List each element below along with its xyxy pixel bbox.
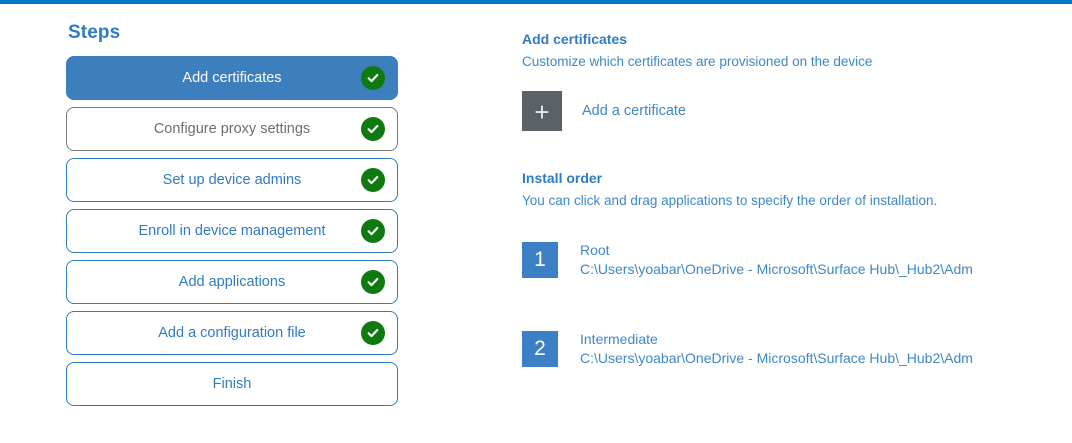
check-circle-icon	[361, 219, 385, 243]
step-button-finish[interactable]: Finish	[66, 362, 398, 406]
content-panel: Add certificates Customize which certifi…	[522, 30, 1072, 368]
install-order-section: Install order You can click and drag app…	[522, 169, 1072, 368]
order-number-badge: 2	[522, 331, 558, 368]
step-label: Add certificates	[182, 69, 282, 86]
plus-icon: +	[534, 96, 550, 127]
step-button-configure-proxy-settings[interactable]: Configure proxy settings	[66, 107, 398, 151]
add-certificate-button[interactable]: +	[522, 90, 562, 131]
check-circle-icon	[361, 168, 385, 192]
order-item-path: C:\Users\yoabar\OneDrive - Microsoft\Sur…	[580, 349, 973, 366]
check-circle-icon	[361, 66, 385, 90]
step-button-add-applications[interactable]: Add applications	[66, 260, 398, 304]
check-circle-icon	[361, 270, 385, 294]
add-certificate-label[interactable]: Add a certificate	[582, 102, 686, 119]
order-item-name: Intermediate	[580, 331, 658, 348]
step-label: Configure proxy settings	[153, 120, 311, 137]
certificates-heading: Add certificates	[522, 31, 628, 47]
certificates-subtitle: Customize which certificates are provisi…	[522, 54, 873, 70]
step-label: Add applications	[178, 273, 286, 290]
steps-title: Steps	[68, 22, 121, 43]
order-item-path: C:\Users\yoabar\OneDrive - Microsoft\Sur…	[580, 260, 973, 277]
check-circle-icon	[361, 321, 385, 345]
top-accent-bar	[0, 0, 1072, 4]
install-order-subtitle: You can click and drag applications to s…	[522, 192, 938, 208]
step-button-set-up-device-admins[interactable]: Set up device admins	[66, 158, 398, 202]
step-button-add-a-configuration-file[interactable]: Add a configuration file	[66, 311, 398, 355]
order-number-badge: 1	[522, 242, 558, 279]
certificates-section: Add certificates Customize which certifi…	[522, 30, 1072, 131]
install-order-heading: Install order	[522, 169, 603, 186]
step-button-enroll-in-device-management[interactable]: Enroll in device management	[66, 209, 398, 253]
step-label: Finish	[212, 375, 252, 392]
add-certificate-row[interactable]: + Add a certificate	[522, 90, 1072, 131]
step-button-add-certificates[interactable]: Add certificates	[66, 56, 398, 100]
check-circle-icon	[361, 117, 385, 141]
step-label: Set up device admins	[162, 171, 302, 188]
order-item-name: Root	[580, 242, 610, 259]
step-label: Add a configuration file	[158, 324, 306, 341]
step-label: Enroll in device management	[138, 222, 326, 239]
